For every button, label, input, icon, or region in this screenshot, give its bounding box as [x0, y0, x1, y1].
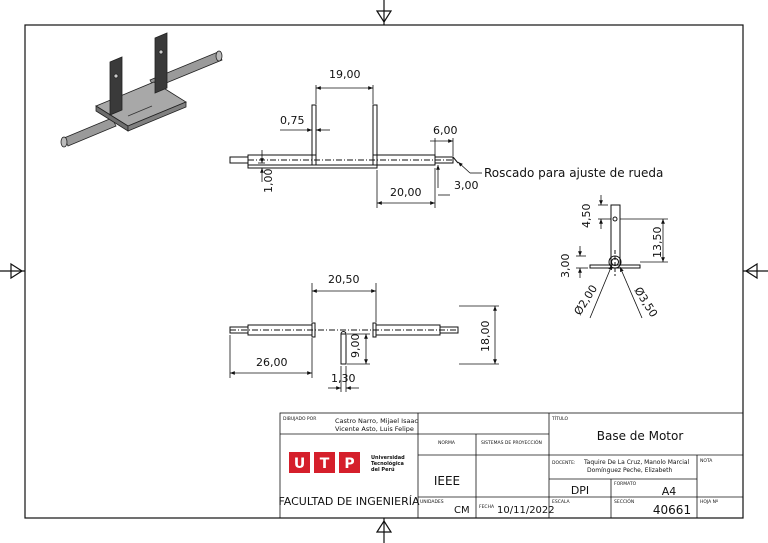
iso-base-plate-front — [127, 101, 187, 132]
title-label: TÍTULO — [551, 415, 568, 422]
format-label: FORMATO — [614, 481, 637, 487]
logo-text-line3: del Perú — [371, 466, 395, 473]
teacher-label: DOCENTE: — [552, 460, 575, 466]
logo-letter-t: T — [320, 456, 330, 472]
logo-text-line1: Universidad — [371, 455, 405, 461]
note-label: NOTA — [700, 458, 713, 464]
front-view — [229, 322, 459, 365]
dim-3-00-side: 3,00 — [559, 254, 572, 279]
iso-tab-right — [154, 32, 168, 94]
drawn-by-line2: Vicente Asto, Luis Felipe — [335, 425, 414, 433]
dim-6-00: 6,00 — [433, 124, 458, 137]
thread-note: Roscado para ajuste de rueda — [484, 166, 663, 180]
sheet-label: HOJA Nº — [700, 499, 718, 505]
course-code: DPI — [571, 484, 589, 497]
teacher-line1: Taquire De La Cruz, Manolo Marcial — [583, 459, 690, 466]
iso-rod-end-left — [60, 136, 68, 148]
norma-label: NORMA — [438, 440, 456, 446]
section-label: SECCIÓN — [614, 498, 634, 505]
dim-20-00: 20,00 — [390, 186, 422, 199]
scale-label: ESCALA — [552, 499, 571, 505]
dim-phi-3-50: Ø3,50 — [631, 285, 660, 320]
side-view — [589, 204, 641, 276]
dim-13-50: 13,50 — [651, 227, 664, 259]
iso-rod-end-right — [215, 50, 223, 62]
dim-18-00: 18,00 — [479, 321, 492, 353]
dim-0-75: 0,75 — [280, 114, 305, 127]
section-value: 40661 — [653, 503, 691, 517]
drawn-by-label: DIBUJADO POR — [283, 416, 316, 422]
title-block — [279, 412, 744, 519]
side-view-dimensions — [576, 195, 668, 319]
dim-19-00: 19,00 — [329, 68, 361, 81]
dim-4-50: 4,50 — [580, 204, 593, 229]
iso-rod-front — [63, 117, 117, 147]
drawn-by-line1: Castro Narro, Mijael Isaac — [335, 417, 418, 425]
units-label: UNIDADES — [420, 499, 444, 505]
logo-letter-p: P — [344, 456, 354, 472]
logo-letter-u: U — [294, 456, 305, 472]
teacher-line2: Domínguez Peche, Elizabeth — [587, 467, 672, 474]
utp-logo: U T P Universidad Tecnológica del Perú — [289, 452, 405, 473]
projection-label: SISTEMAS DE PROYECCIÓN — [481, 439, 542, 446]
top-view-dimensions — [258, 85, 482, 208]
date-value: 10/11/2022 — [497, 505, 555, 516]
dim-20-50: 20,50 — [328, 273, 360, 286]
units-value: CM — [454, 505, 470, 516]
logo-text-line2: Tecnológica — [371, 460, 404, 467]
format-value: A4 — [662, 485, 677, 498]
iso-tab-left — [109, 56, 123, 116]
isometric-view — [60, 32, 223, 148]
dim-1-00: 1,00 — [262, 169, 275, 194]
dim-3-00: 3,00 — [454, 179, 479, 192]
dim-9-00: 9,00 — [349, 334, 362, 359]
dim-1-30: 1,30 — [331, 372, 356, 385]
dim-phi-2-00: Ø2,00 — [572, 283, 601, 318]
faculty-name: FACULTAD DE INGENIERÍA — [278, 495, 420, 508]
date-label: FECHA — [479, 504, 495, 510]
front-view-dimensions — [229, 283, 499, 392]
drawing-title: Base de Motor — [597, 429, 684, 443]
norma-value: IEEE — [434, 474, 460, 488]
dim-26-00: 26,00 — [256, 356, 288, 369]
top-view — [229, 104, 459, 169]
